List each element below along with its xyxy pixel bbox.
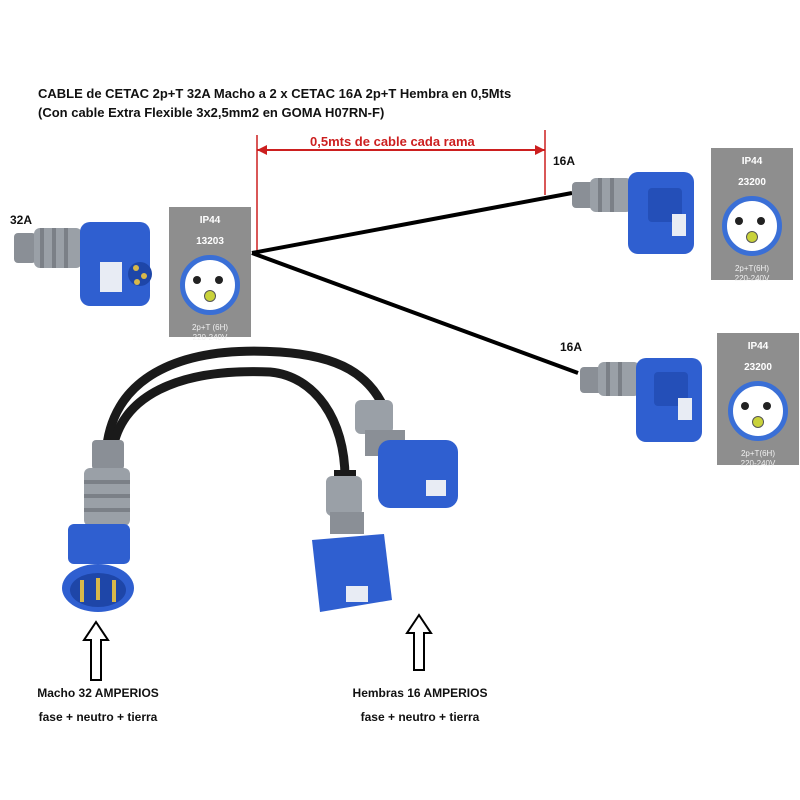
male-amps-label: 32A xyxy=(10,213,33,227)
female-connector-bottom xyxy=(580,358,702,442)
photo-male-plug xyxy=(62,440,134,612)
male-connector-32a xyxy=(14,222,152,306)
male-spec-card: IP44 13203 2p+T (6H) 220-240V xyxy=(169,207,251,342)
male-description: Macho 32 AMPERIOS fase + neutro + tierra xyxy=(18,681,178,729)
male-description-title: Macho 32 AMPERIOS xyxy=(37,686,159,700)
card-spec-voltage: 220-240V xyxy=(734,274,770,283)
diagram-title: CABLE de CETAC 2p+T 32A Macho a 2 x CETA… xyxy=(38,84,511,122)
photo-female-socket-lower xyxy=(312,476,392,612)
card-code: 13203 xyxy=(196,236,224,247)
dimension-marker xyxy=(256,130,546,255)
card-spec: 2p+T (6H) 220-240V xyxy=(169,323,251,343)
title-line-1: CABLE de CETAC 2p+T 32A Macho a 2 x CETA… xyxy=(38,86,512,101)
male-description-sub: fase + neutro + tierra xyxy=(38,710,158,724)
socket-face-icon xyxy=(728,381,788,441)
card-spec: 2p+T(6H) 220-240V xyxy=(717,449,799,469)
splitter-cable-photo xyxy=(101,346,390,490)
up-arrow-icon xyxy=(82,620,110,681)
card-spec-voltage: 220-240V xyxy=(192,333,228,342)
female-description-title: Hembras 16 AMPERIOS xyxy=(352,686,488,700)
female-connector-top xyxy=(572,172,694,254)
card-ip-rating: IP44 xyxy=(741,156,763,167)
card-spec-voltage: 220-240V xyxy=(740,459,776,468)
female-bottom-spec-card: IP44 23200 2p+T(6H) 220-240V xyxy=(717,333,799,468)
female-top-amps-label: 16A xyxy=(553,154,576,168)
card-code: 23200 xyxy=(738,177,766,188)
female-top-spec-card: IP44 23200 2p+T(6H) 220-240V xyxy=(711,148,793,283)
female-bottom-amps-label: 16A xyxy=(560,340,583,354)
card-spec-pins: 2p+T(6H) xyxy=(734,264,769,273)
up-arrow-icon xyxy=(405,613,433,671)
title-line-2: (Con cable Extra Flexible 3x2,5mm2 en GO… xyxy=(38,105,385,120)
card-spec-pins: 2p+T(6H) xyxy=(740,449,775,458)
card-code: 23200 xyxy=(744,362,772,373)
female-description: Hembras 16 AMPERIOS fase + neutro + tier… xyxy=(335,681,505,729)
socket-face-icon xyxy=(722,196,782,256)
photo-female-socket-upper xyxy=(355,400,458,508)
female-description-sub: fase + neutro + tierra xyxy=(360,710,480,724)
cable-branch-top xyxy=(251,191,573,255)
card-spec: 2p+T(6H) 220-240V xyxy=(711,264,793,284)
card-ip-rating: IP44 xyxy=(199,215,221,226)
dimension-label: 0,5mts de cable cada rama xyxy=(310,134,475,149)
cable-branch-bottom xyxy=(251,251,579,375)
card-spec-pins: 2p+T (6H) xyxy=(191,323,229,332)
socket-face-icon xyxy=(180,255,240,315)
card-ip-rating: IP44 xyxy=(747,341,769,352)
